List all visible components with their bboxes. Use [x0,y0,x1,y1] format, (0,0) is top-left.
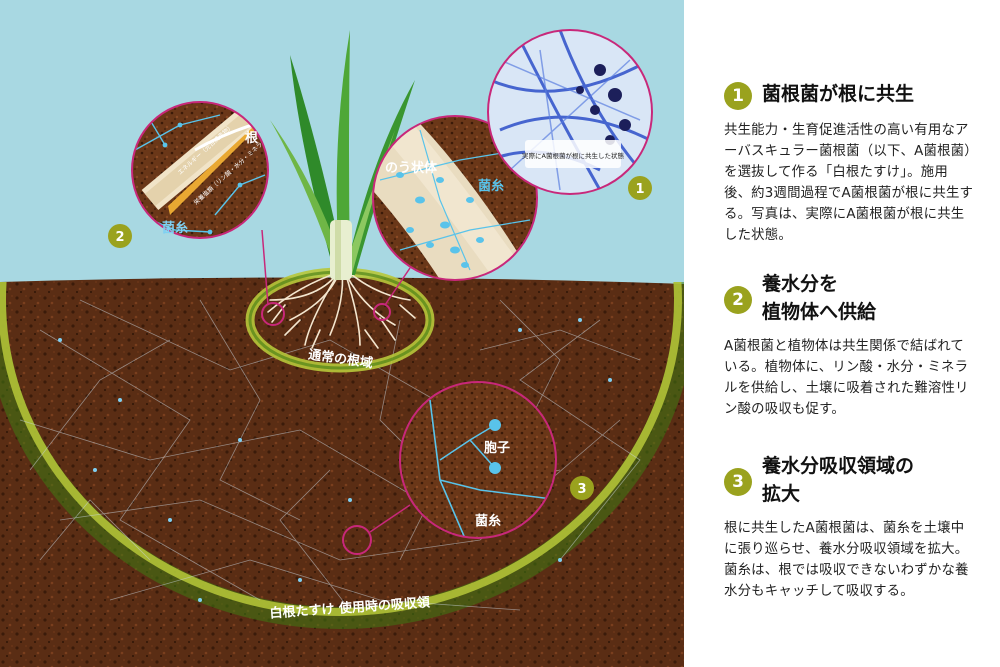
zoom-circle-spores: 胞子 菌糸 [399,381,557,539]
section-body: A菌根菌と植物体は共生関係で結ばれている。植物体に、リン酸・水分・ミネラルを供給… [724,339,969,417]
explanation-panel: 1 菌根菌が根に共生 共生能力・生育促進活性の高い有用なアーバスキュラー菌根菌（… [684,0,1000,667]
soil-diagram: エネルギー（光合成産物） 栄養塩類（リン酸・水分・ミネラル） 根 菌糸 [0,0,684,667]
section-title: 養水分吸収領域の 拡大 [762,455,915,505]
marker-1: 1 [628,176,652,200]
label-vesicle: のう状体 [385,160,438,176]
svg-text:3: 3 [577,482,586,497]
label-hyphae-1: 菌糸 [162,220,188,236]
label-root: 根 [245,130,259,146]
label-hyphae-2: 菌糸 [478,178,504,194]
section-title: 菌根菌が根に共生 [762,83,915,105]
label-spore: 胞子 [483,440,510,456]
section-number: 2 [724,286,752,314]
marker-2: 2 [108,224,132,248]
svg-text:1: 1 [635,182,644,197]
expanded-absorption-zone [0,282,684,629]
section-number: 1 [724,82,752,110]
svg-text:2: 2 [115,230,124,245]
section-body: 共生能力・生育促進活性の高い有用なアーバスキュラー菌根菌（以下、A菌根菌）を選抜… [724,123,974,243]
photo-caption: 実際にA菌根菌が根に共生した状態 [522,151,624,160]
section-title: 養水分を 植物体へ供給 [762,273,877,323]
marker-3: 3 [570,476,594,500]
section-number: 3 [724,468,752,496]
label-hyphae-3: 菌糸 [475,513,501,529]
section-3: 3 養水分吸収領域の 拡大 根に共生したA菌根菌は、菌糸を土壌中に張り巡らせ、養… [724,452,974,602]
section-2: 2 養水分を 植物体へ供給 A菌根菌と植物体は共生関係で結ばれている。植物体に、… [724,270,974,420]
section-body: 根に共生したA菌根菌は、菌糸を土壌中に張り巡らせ、養水分吸収領域を拡大。菌糸は、… [724,521,969,599]
section-1: 1 菌根菌が根に共生 共生能力・生育促進活性の高い有用なアーバスキュラー菌根菌（… [724,80,974,246]
micro-photo: 実際にA菌根菌が根に共生した状態 [487,29,653,195]
